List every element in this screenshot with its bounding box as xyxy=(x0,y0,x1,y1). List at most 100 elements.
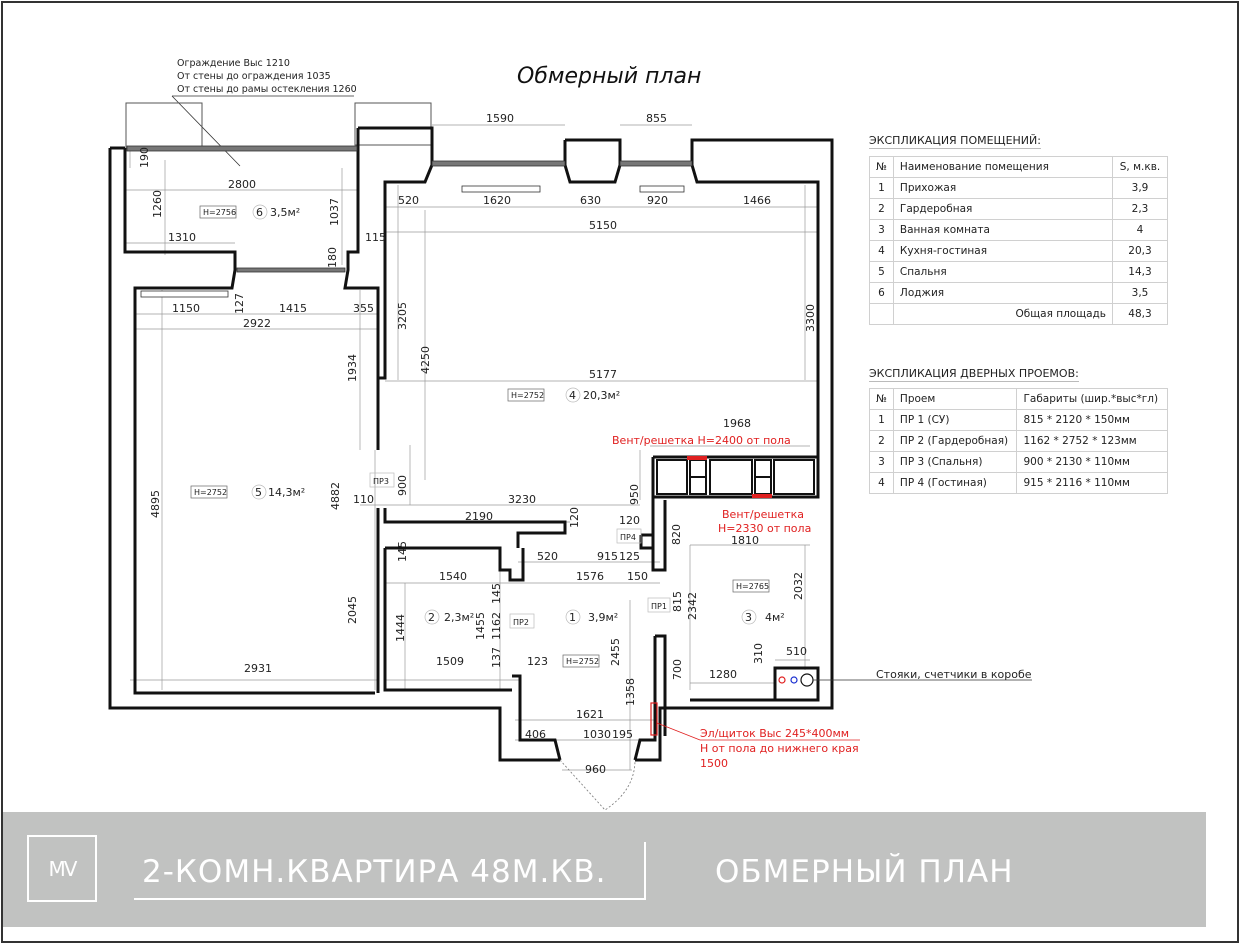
dimension-texts-vertical: 190 1260 1037 180 127 3205 3300 1934 425… xyxy=(138,147,817,706)
windows xyxy=(126,145,693,298)
sheet-title: ОБМЕРНЫЙ ПЛАН xyxy=(715,854,1014,890)
svg-text:3205: 3205 xyxy=(396,302,409,330)
panel-note-2: Н от пола до нижнего края xyxy=(700,742,859,755)
svg-text:4м²: 4м² xyxy=(765,611,785,624)
svg-text:110: 110 xyxy=(353,493,374,506)
svg-text:1444: 1444 xyxy=(394,614,407,642)
svg-text:1968: 1968 xyxy=(723,417,751,430)
svg-text:2342: 2342 xyxy=(686,592,699,620)
svg-text:1810: 1810 xyxy=(731,534,759,547)
svg-text:От стены до рамы остекления 12: От стены до рамы остекления 1260 xyxy=(177,84,357,95)
drawing-title: Обмерный план xyxy=(517,64,701,89)
svg-text:2922: 2922 xyxy=(243,317,271,330)
svg-text:H=2752: H=2752 xyxy=(511,391,544,400)
svg-text:ПР3: ПР3 xyxy=(373,477,389,486)
svg-text:ПР2: ПР2 xyxy=(513,618,529,627)
svg-text:H=2756: H=2756 xyxy=(203,208,236,217)
svg-text:H=2765: H=2765 xyxy=(736,582,769,591)
svg-text:123: 123 xyxy=(527,655,548,668)
svg-text:855: 855 xyxy=(646,112,667,125)
svg-text:20,3м²: 20,3м² xyxy=(583,389,620,402)
svg-text:4: 4 xyxy=(569,389,576,402)
svg-text:2,3м²: 2,3м² xyxy=(444,611,474,624)
svg-text:1280: 1280 xyxy=(709,668,737,681)
svg-text:127: 127 xyxy=(233,293,246,314)
svg-text:6: 6 xyxy=(256,206,263,219)
table-header-row: № Наименование помещения S, м.кв. xyxy=(869,156,1168,178)
svg-text:150: 150 xyxy=(627,570,648,583)
svg-text:2190: 2190 xyxy=(465,510,493,523)
riser-box xyxy=(778,673,1032,687)
svg-text:1540: 1540 xyxy=(439,570,467,583)
svg-text:137: 137 xyxy=(490,647,503,668)
svg-text:H=2752: H=2752 xyxy=(194,488,227,497)
opening-tags: ПР1 ПР2 ПР3 ПР4 xyxy=(369,472,671,629)
riser-note: Стояки, счетчики в коробе xyxy=(876,668,1032,681)
dimension-lines xyxy=(125,124,818,771)
svg-text:4250: 4250 xyxy=(419,346,432,374)
svg-text:120: 120 xyxy=(619,514,640,527)
svg-text:1590: 1590 xyxy=(486,112,514,125)
svg-text:4895: 4895 xyxy=(149,490,162,518)
walls xyxy=(108,126,834,762)
svg-text:Ограждение Выс 1210: Ограждение Выс 1210 xyxy=(177,58,290,69)
svg-text:510: 510 xyxy=(786,645,807,658)
svg-text:630: 630 xyxy=(580,194,601,207)
svg-text:14,3м²: 14,3м² xyxy=(268,486,305,499)
panel-note-3: 1500 xyxy=(700,757,728,770)
svg-text:700: 700 xyxy=(671,659,684,680)
svg-text:1162: 1162 xyxy=(490,612,503,640)
title-block: MV 2-КОМН.КВАРТИРА 48М.КВ. ОБМЕРНЫЙ ПЛАН xyxy=(3,812,1206,927)
svg-text:ПР1: ПР1 xyxy=(651,602,667,611)
svg-text:355: 355 xyxy=(353,302,374,315)
svg-text:1455: 1455 xyxy=(474,612,487,640)
vent-note-1: Вент/решетка H=2400 от пола xyxy=(612,434,791,447)
svg-text:815: 815 xyxy=(671,591,684,612)
svg-text:1: 1 xyxy=(569,611,576,624)
svg-text:2032: 2032 xyxy=(792,572,805,600)
svg-text:820: 820 xyxy=(670,524,683,545)
svg-text:520: 520 xyxy=(398,194,419,207)
svg-text:3,5м²: 3,5м² xyxy=(270,206,300,219)
total-value: 48,3 xyxy=(1112,303,1168,325)
svg-text:1030: 1030 xyxy=(583,728,611,741)
svg-text:5177: 5177 xyxy=(589,368,617,381)
project-title: 2-КОМН.КВАРТИРА 48М.КВ. xyxy=(142,854,607,890)
svg-text:125: 125 xyxy=(619,550,640,563)
svg-text:1620: 1620 xyxy=(483,194,511,207)
svg-text:2800: 2800 xyxy=(228,178,256,191)
dimension-texts: 1590 855 2800 1310 115 520 1620 630 920 … xyxy=(168,112,807,776)
project-title-box: 2-КОМН.КВАРТИРА 48М.КВ. xyxy=(134,842,646,900)
svg-text:195: 195 xyxy=(612,728,633,741)
svg-text:1150: 1150 xyxy=(172,302,200,315)
svg-text:1576: 1576 xyxy=(576,570,604,583)
svg-text:115: 115 xyxy=(365,231,386,244)
svg-text:310: 310 xyxy=(752,643,765,664)
rooms-table-title: ЭКСПЛИКАЦИЯ ПОМЕЩЕНИЙ: xyxy=(869,134,1041,149)
table-header-row: № Проем Габариты (шир.*выс*гл) xyxy=(869,388,1168,410)
svg-text:3230: 3230 xyxy=(508,493,536,506)
svg-text:4882: 4882 xyxy=(329,482,342,510)
svg-text:3: 3 xyxy=(745,611,752,624)
panel-note-1: Эл/щиток Выс 245*400мм xyxy=(700,727,849,740)
svg-text:H=2752: H=2752 xyxy=(566,657,599,666)
svg-text:145: 145 xyxy=(396,541,409,562)
svg-text:1260: 1260 xyxy=(151,190,164,218)
total-label: Общая площадь xyxy=(892,303,1114,325)
svg-text:950: 950 xyxy=(628,484,641,505)
vent-shaft xyxy=(656,459,815,495)
svg-text:180: 180 xyxy=(326,247,339,268)
svg-text:2931: 2931 xyxy=(244,662,272,675)
svg-text:2455: 2455 xyxy=(609,638,622,666)
svg-text:От стены до ограждения 1035: От стены до ограждения 1035 xyxy=(177,71,331,82)
svg-text:5150: 5150 xyxy=(589,219,617,232)
vent-note-2b: H=2330 от пола xyxy=(718,522,811,535)
